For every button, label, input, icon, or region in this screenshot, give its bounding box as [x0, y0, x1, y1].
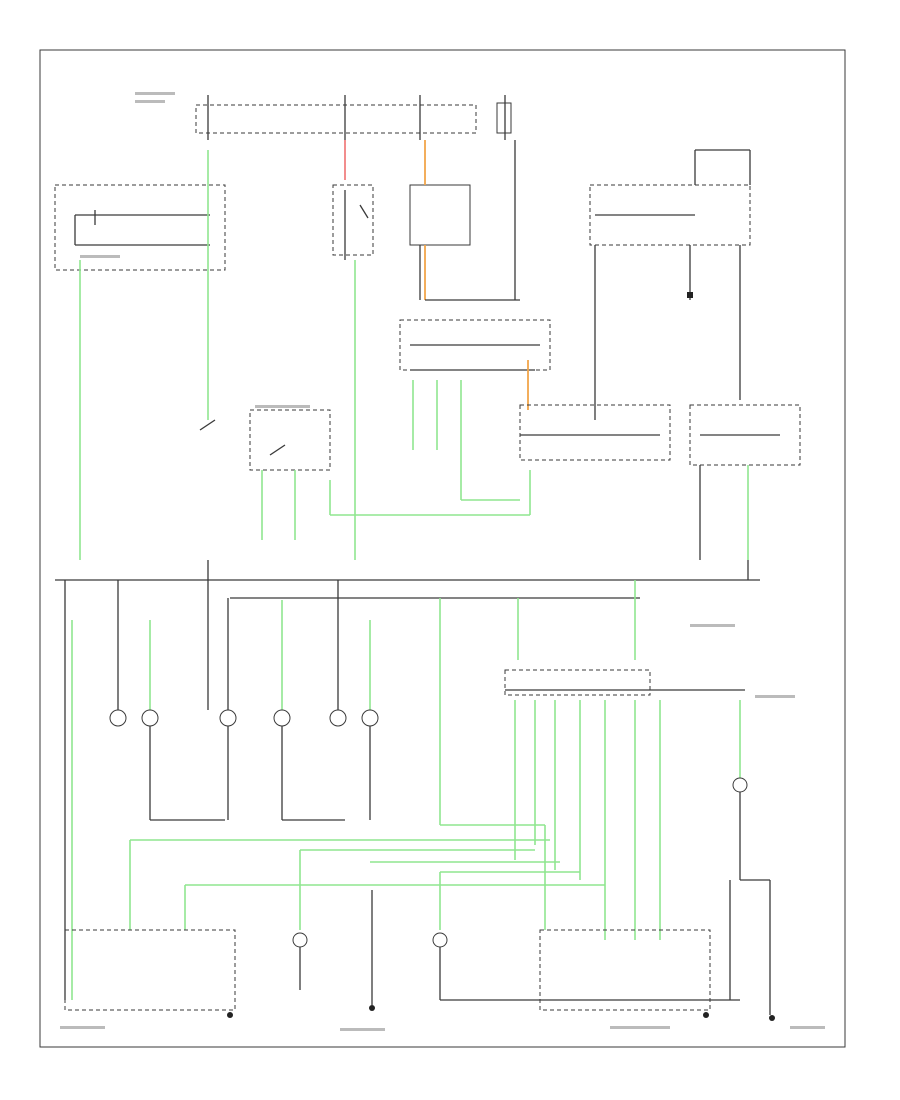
ground-bus — [55, 560, 760, 599]
lamp-row — [109, 709, 379, 821]
right-module — [589, 149, 751, 420]
diagram-frame — [39, 49, 846, 1048]
fuse-block-top — [195, 95, 512, 140]
combination-switch-top — [332, 184, 374, 260]
lower-harness — [129, 824, 605, 930]
switch-row-middle — [199, 404, 801, 560]
wires-top — [79, 140, 520, 560]
label-marks — [60, 92, 825, 1031]
connector-block — [504, 669, 748, 940]
bottom-components — [64, 879, 775, 1021]
turn-signal-flasher — [409, 184, 471, 300]
turn-signal-switch — [399, 319, 551, 450]
taillight-relay — [54, 184, 226, 271]
